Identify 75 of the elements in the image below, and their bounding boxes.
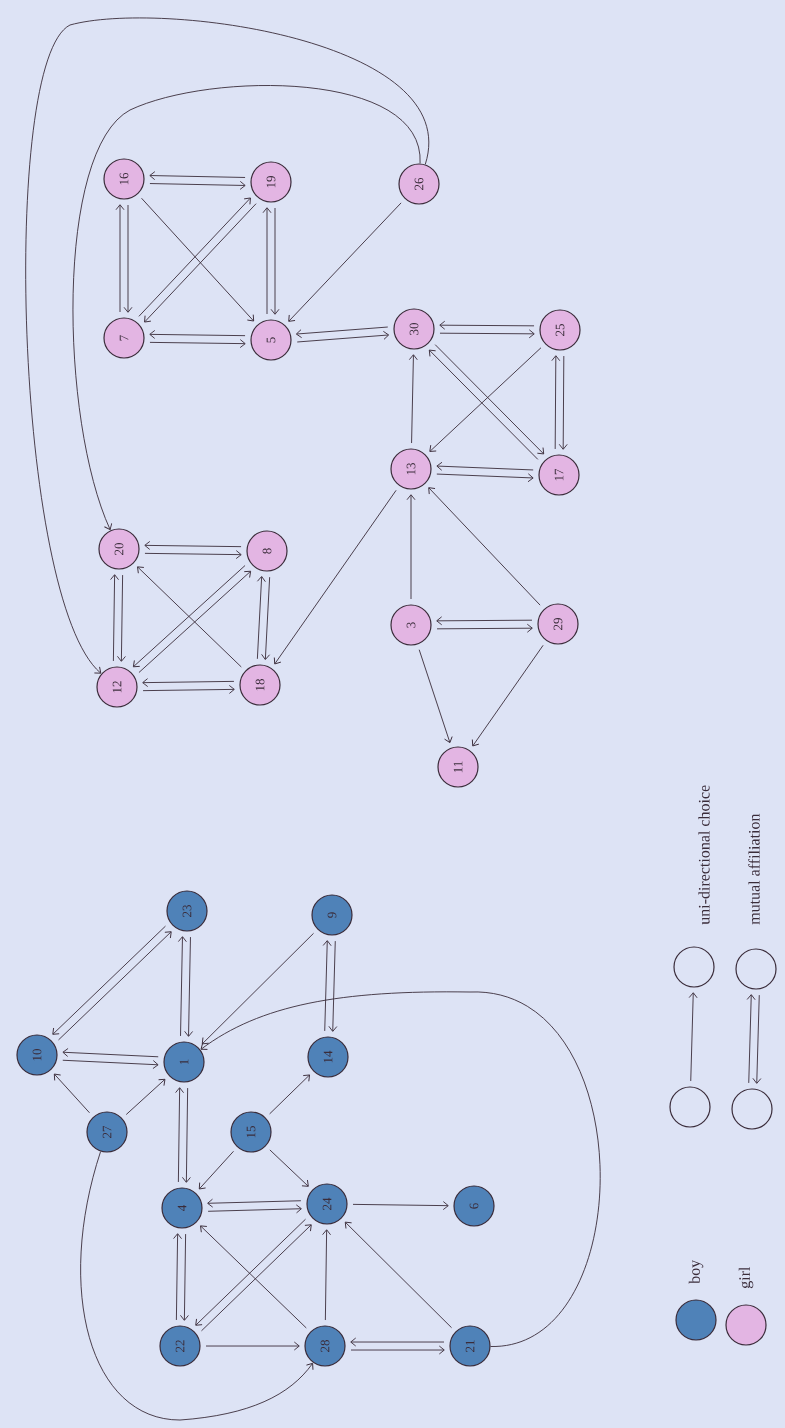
- arrow: [142, 678, 235, 688]
- arrow: [142, 685, 235, 694]
- arrow: [181, 1087, 191, 1183]
- arrow: [205, 1341, 300, 1351]
- arrow: [439, 329, 535, 339]
- arrow: [344, 1221, 452, 1329]
- arrow: [149, 329, 246, 339]
- legend-label: uni-directional choice: [698, 785, 710, 925]
- arrow: [115, 204, 125, 313]
- arrow: [295, 326, 389, 339]
- arrow: [117, 574, 126, 662]
- arrow: [439, 320, 535, 330]
- arrow: [200, 991, 601, 1347]
- arrow: [322, 1229, 331, 1321]
- arrow: [746, 994, 756, 1084]
- legend-circle: [731, 1088, 773, 1130]
- arrow: [256, 576, 266, 660]
- legend-circle: [673, 946, 715, 988]
- arrow: [262, 207, 272, 315]
- arrow: [62, 1059, 159, 1069]
- arrow: [688, 992, 698, 1082]
- arrow: [352, 1201, 449, 1211]
- legend-circle: [735, 948, 777, 990]
- arrow: [269, 1074, 311, 1115]
- arrow: [270, 207, 280, 315]
- arrow: [551, 355, 561, 450]
- arrow: [350, 1337, 445, 1347]
- arrow: [752, 994, 762, 1084]
- arrow: [180, 1233, 189, 1321]
- arrow: [558, 355, 568, 450]
- legend-label: boy: [688, 1259, 704, 1284]
- arrow: [149, 180, 246, 190]
- arrow: [350, 1345, 445, 1355]
- arrow: [406, 494, 416, 600]
- arrow: [296, 330, 390, 343]
- arrow: [149, 339, 246, 349]
- arrow: [436, 461, 534, 471]
- arrow: [110, 574, 119, 662]
- arrow: [144, 540, 242, 550]
- arrow: [177, 936, 187, 1037]
- arrow: [175, 1087, 185, 1183]
- arrow: [428, 487, 541, 606]
- arrow: [436, 473, 534, 483]
- arrow: [184, 936, 194, 1037]
- legend-label: girl: [738, 1266, 754, 1289]
- arrow: [53, 1073, 90, 1114]
- arrow: [138, 570, 252, 673]
- arrow: [436, 623, 533, 633]
- arrow: [173, 1233, 182, 1321]
- arrow: [52, 925, 166, 1035]
- arrow: [269, 1149, 309, 1187]
- arrow: [201, 932, 314, 1045]
- arrow: [149, 171, 246, 181]
- arrow: [436, 616, 533, 626]
- arrow: [273, 489, 397, 665]
- arrow: [80, 1151, 314, 1421]
- arrow: [207, 1198, 302, 1208]
- arrow: [123, 204, 133, 313]
- arrow: [418, 649, 453, 744]
- arrow: [198, 1150, 234, 1190]
- arrow: [288, 202, 402, 322]
- arrow: [125, 1078, 166, 1115]
- arrow: [25, 17, 429, 674]
- arrow: [62, 1048, 159, 1058]
- legend-label: mutual affiliation: [748, 813, 760, 925]
- arrow: [471, 644, 544, 747]
- arrow: [261, 576, 271, 660]
- legend-circle: [669, 1086, 711, 1128]
- arrow: [328, 940, 338, 1032]
- arrow: [322, 940, 332, 1032]
- arrow: [408, 354, 418, 444]
- arrow: [58, 931, 172, 1041]
- arrow: [72, 85, 421, 531]
- arrow: [144, 550, 242, 560]
- arrow: [207, 1204, 302, 1214]
